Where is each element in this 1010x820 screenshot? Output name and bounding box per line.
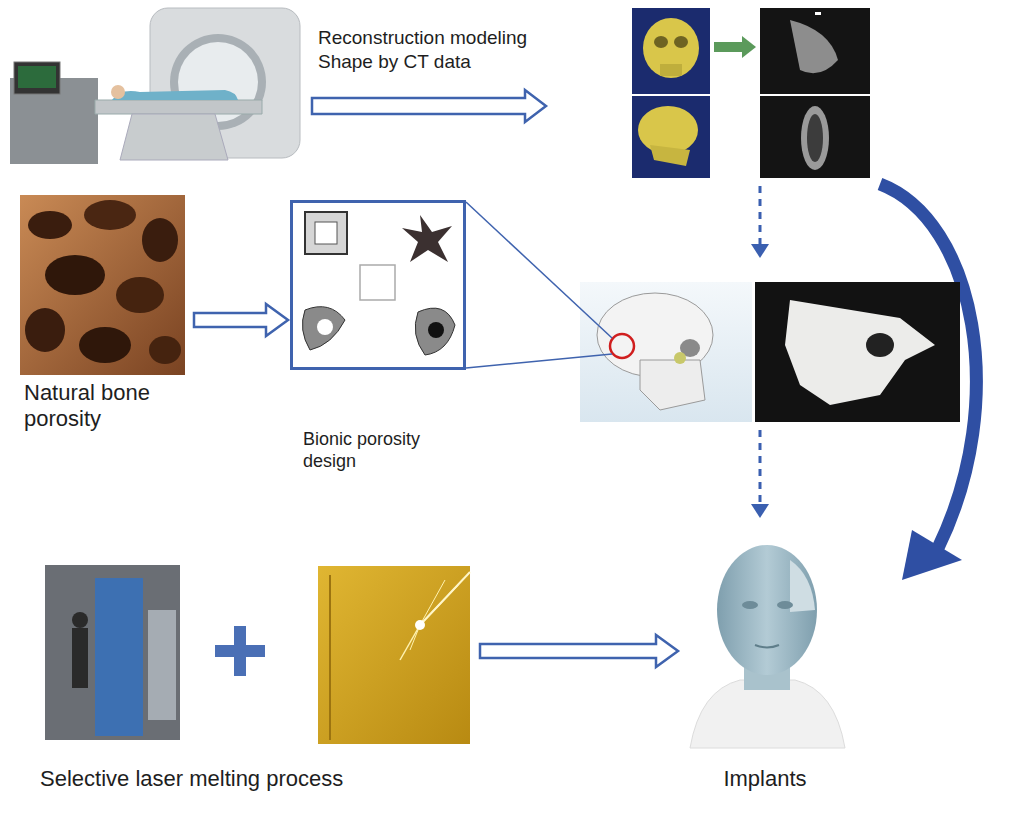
ct-reconstruction	[632, 8, 870, 178]
image-group: Selective laser melting process	[38, 560, 478, 810]
caption: Bionic porosity design	[303, 429, 473, 472]
arrow-label: Reconstruction modeling Shape by CT data	[318, 26, 558, 74]
image-group: Implants	[680, 540, 850, 810]
implant-head	[690, 545, 845, 748]
caption: Implants	[680, 766, 850, 792]
hollow-arrow	[312, 90, 546, 122]
skull-model	[466, 202, 960, 422]
ct-scanner	[10, 8, 300, 164]
design-frame: Bionic porosity design	[290, 200, 466, 370]
lattice-cells	[302, 212, 455, 355]
slm-photos	[45, 565, 470, 744]
hollow-arrow	[194, 304, 288, 336]
bone-photo	[20, 195, 185, 375]
caption: Natural bone porosity	[24, 380, 189, 433]
image-group: Natural bone porosity	[18, 192, 192, 444]
caption: Selective laser melting process	[40, 766, 470, 792]
hollow-arrow	[480, 635, 678, 667]
